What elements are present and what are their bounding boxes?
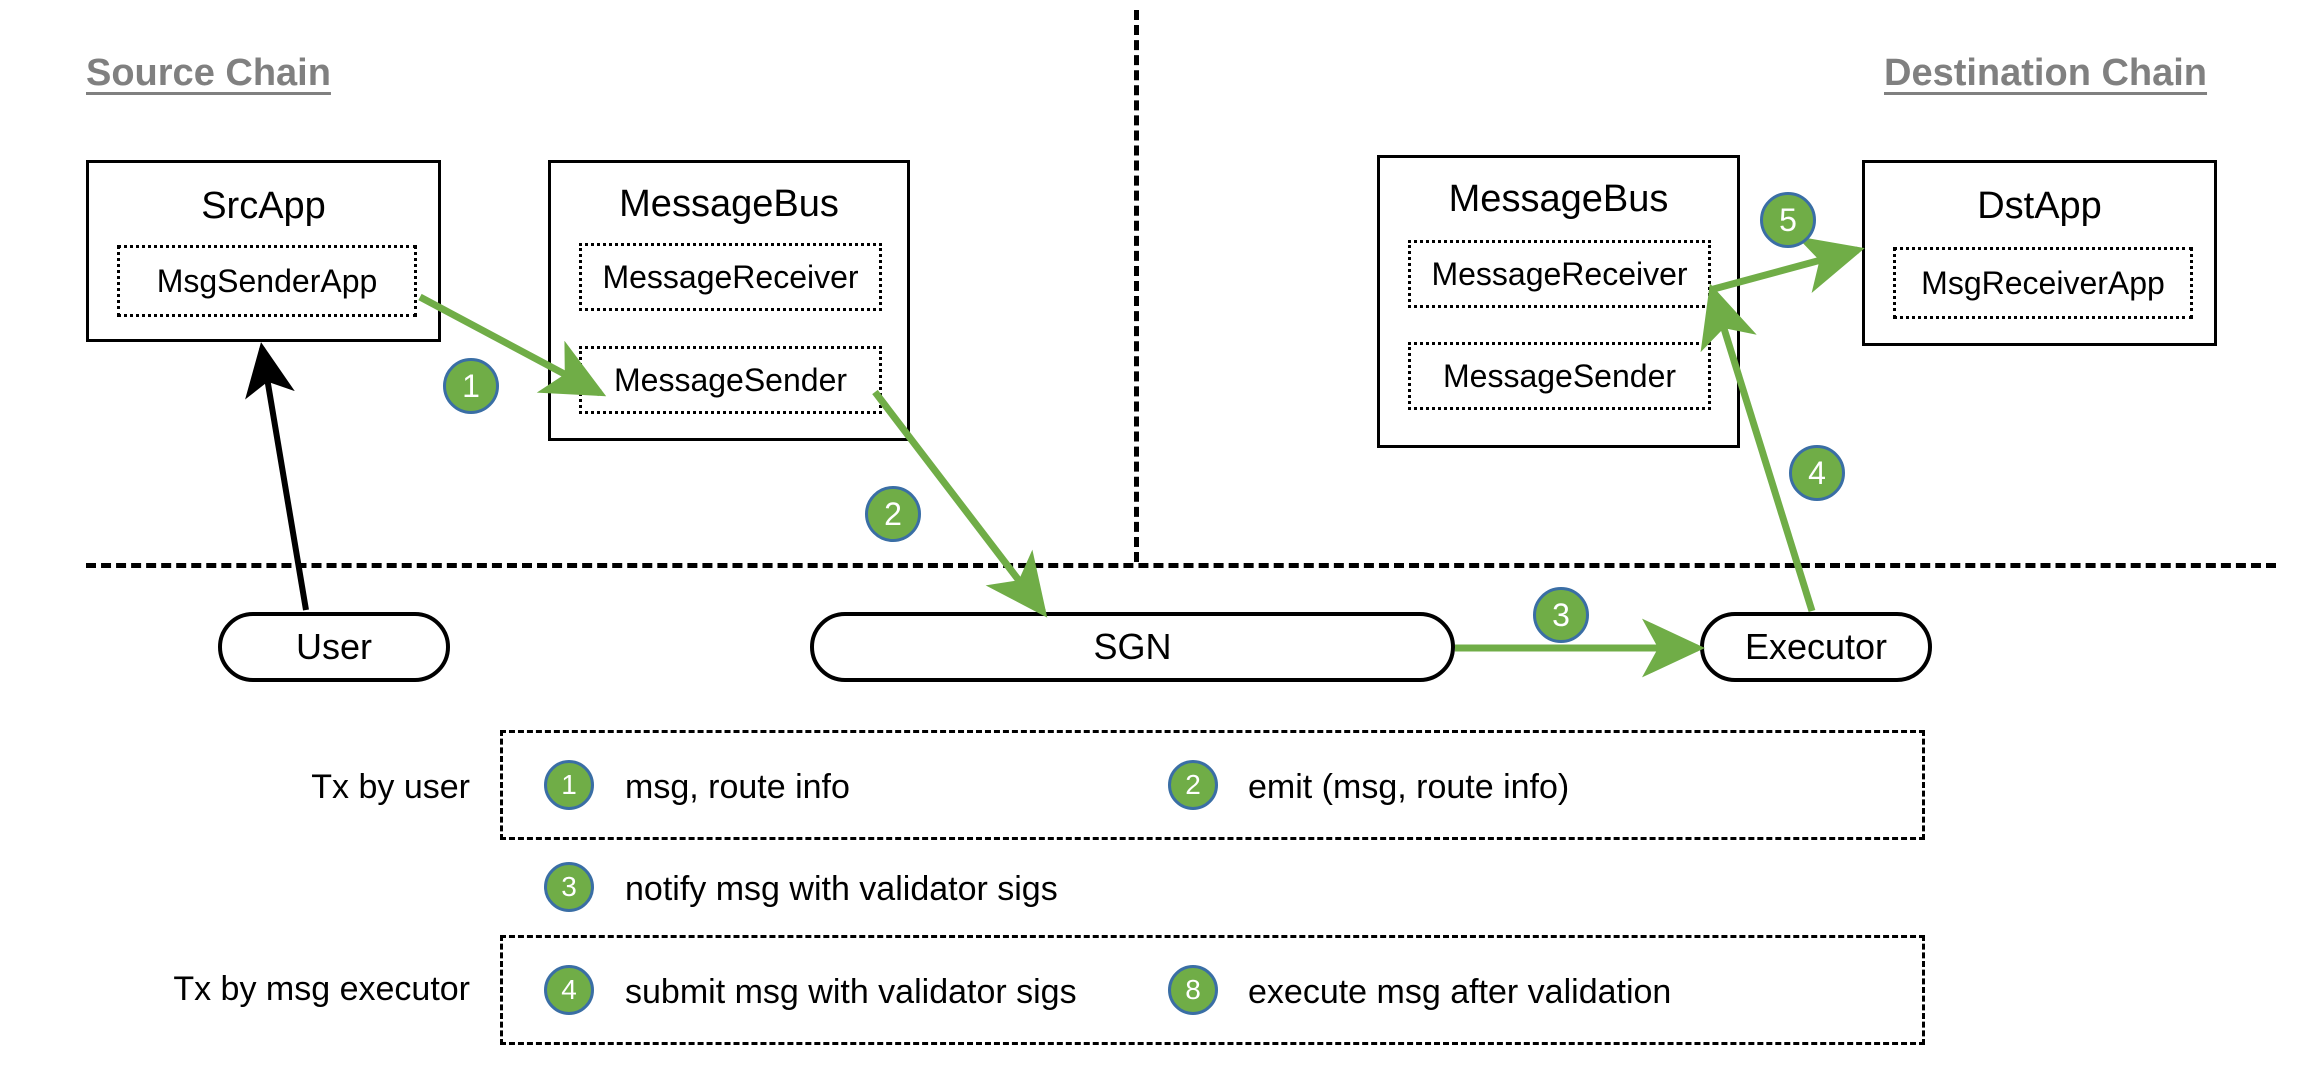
destination-chain-title: Destination Chain [1884,52,2208,94]
badge-step-4: 4 [1789,445,1845,501]
legend-text-4: submit msg with validator sigs [625,973,1077,1011]
arrow-user-to-srcapp [245,342,309,611]
src-app-title: SrcApp [201,185,326,227]
badge-step-5: 5 [1760,192,1816,248]
msg-sender-app-box[interactable]: MsgSenderApp [117,245,417,317]
badge-step-1: 1 [443,358,499,414]
executor-node[interactable]: Executor [1700,612,1932,682]
badge-step-3: 3 [1533,587,1589,643]
dst-app-box[interactable]: DstApp MsgReceiverApp [1862,160,2217,346]
src-message-receiver-box[interactable]: MessageReceiver [579,243,882,311]
legend-text-8: execute msg after validation [1248,973,1672,1011]
legend-badge-4: 4 [544,965,594,1015]
badge-step-2: 2 [865,486,921,542]
legend-text-3: notify msg with validator sigs [625,870,1058,908]
legend-box-tx-by-msg-executor [500,935,1925,1045]
legend-row-2-label: Tx by msg executor [173,970,470,1008]
dst-message-receiver-box[interactable]: MessageReceiver [1408,240,1711,308]
legend-badge-2: 2 [1168,760,1218,810]
dst-message-bus-box[interactable]: MessageBus MessageReceiver MessageSender [1377,155,1740,448]
legend-badge-3: 3 [544,862,594,912]
legend-text-2: emit (msg, route info) [1248,768,1570,806]
src-app-box[interactable]: SrcApp MsgSenderApp [86,160,441,342]
src-message-bus-box[interactable]: MessageBus MessageReceiver MessageSender [548,160,910,441]
chain-divider-vertical [1134,10,1139,562]
user-node[interactable]: User [218,612,450,682]
dst-message-sender-box[interactable]: MessageSender [1408,342,1711,410]
dst-message-bus-title: MessageBus [1448,178,1669,220]
legend-row-1-label: Tx by user [311,768,470,806]
legend-badge-8: 8 [1168,965,1218,1015]
source-chain-title: Source Chain [86,52,331,94]
onchain-offchain-divider [86,563,2276,568]
sgn-node[interactable]: SGN [810,612,1455,682]
dst-app-title: DstApp [1977,185,2102,227]
legend-text-1: msg, route info [625,768,850,806]
legend-box-tx-by-user [500,730,1925,840]
msg-receiver-app-box[interactable]: MsgReceiverApp [1893,247,2193,319]
src-message-bus-title: MessageBus [619,183,839,225]
src-message-sender-box[interactable]: MessageSender [579,346,882,414]
legend-badge-1: 1 [544,760,594,810]
